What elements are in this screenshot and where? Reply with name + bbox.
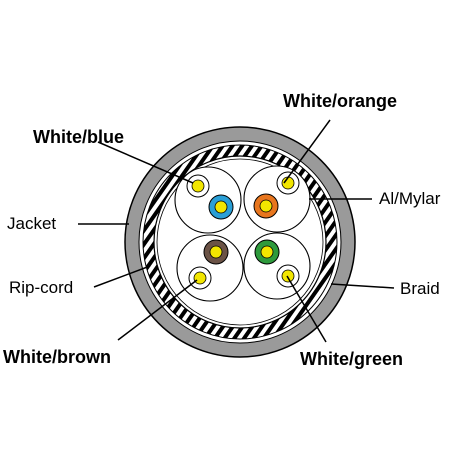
leader-white-brown: [117, 279, 198, 341]
white-blue-wire: [186, 174, 210, 198]
leader-rip-cord: [93, 265, 151, 288]
pair-jacket-orange: [243, 165, 311, 233]
label-al-mylar: Al/Mylar: [379, 189, 441, 208]
label-jacket: Jacket: [7, 214, 56, 233]
orange-wire: [253, 193, 279, 219]
label-braid: Braid: [400, 279, 440, 298]
white-brown-wire: [188, 266, 212, 290]
pair-jacket-green: [243, 232, 311, 300]
white-green-wire: [276, 264, 300, 288]
label-white-orange: White/orange: [283, 91, 397, 111]
brown-wire: [203, 239, 229, 265]
blue-wire: [208, 194, 234, 220]
green-wire: [254, 239, 280, 265]
label-rip-cord: Rip-cord: [9, 278, 73, 297]
leader-white-orange: [283, 119, 331, 184]
leader-white-blue: [97, 141, 194, 184]
leader-braid: [330, 283, 395, 289]
white-orange-wire: [276, 171, 300, 195]
label-white-brown: White/brown: [3, 347, 111, 367]
label-white-blue: White/blue: [33, 127, 124, 147]
leader-white-green: [286, 275, 327, 343]
label-white-green: White/green: [300, 349, 403, 369]
